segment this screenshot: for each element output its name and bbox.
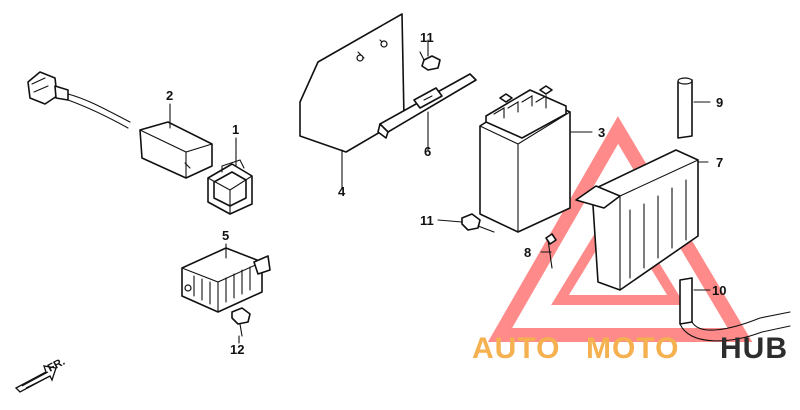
part-2-control-unit (27, 71, 213, 179)
part-12-bolt (231, 307, 251, 337)
part-7-battery-case (575, 149, 699, 291)
part-11-bolt-upper (419, 51, 441, 71)
part-11-bolt-lower (461, 213, 495, 233)
part-1-rubber-mount (207, 159, 253, 215)
watermark-text-hub: HUB (720, 332, 788, 365)
part-4-battery-bracket (299, 13, 413, 153)
callout-7: 7 (716, 155, 723, 170)
direction-label: FR. (46, 356, 67, 375)
watermark-text-auto: AUTO (472, 332, 560, 365)
leader-lines (169, 39, 711, 344)
callout-11-lower: 11 (420, 213, 434, 228)
callout-9: 9 (716, 95, 723, 110)
part-3-battery (479, 85, 571, 233)
front-direction-arrow: FR. (14, 356, 67, 393)
callout-8: 8 (524, 245, 531, 260)
part-6-battery-strap (377, 73, 477, 139)
callout-6: 6 (424, 144, 431, 159)
callout-2: 2 (166, 88, 173, 103)
part-9-breather-tube (677, 77, 693, 139)
callout-10: 10 (712, 283, 726, 298)
callout-3: 3 (598, 125, 605, 140)
callout-5: 5 (222, 228, 229, 243)
part-8-pin (545, 233, 557, 269)
part-10-breather-hose (679, 277, 791, 342)
part-5-regulator-rectifier (181, 247, 271, 313)
watermark-text-moto: MOTO (586, 332, 679, 365)
callout-11-upper: 11 (420, 30, 434, 45)
callout-12: 12 (230, 342, 244, 357)
callout-4: 4 (338, 184, 346, 199)
callout-1: 1 (232, 122, 239, 137)
watermark-brand: AUTO MOTO HUB (472, 332, 788, 365)
